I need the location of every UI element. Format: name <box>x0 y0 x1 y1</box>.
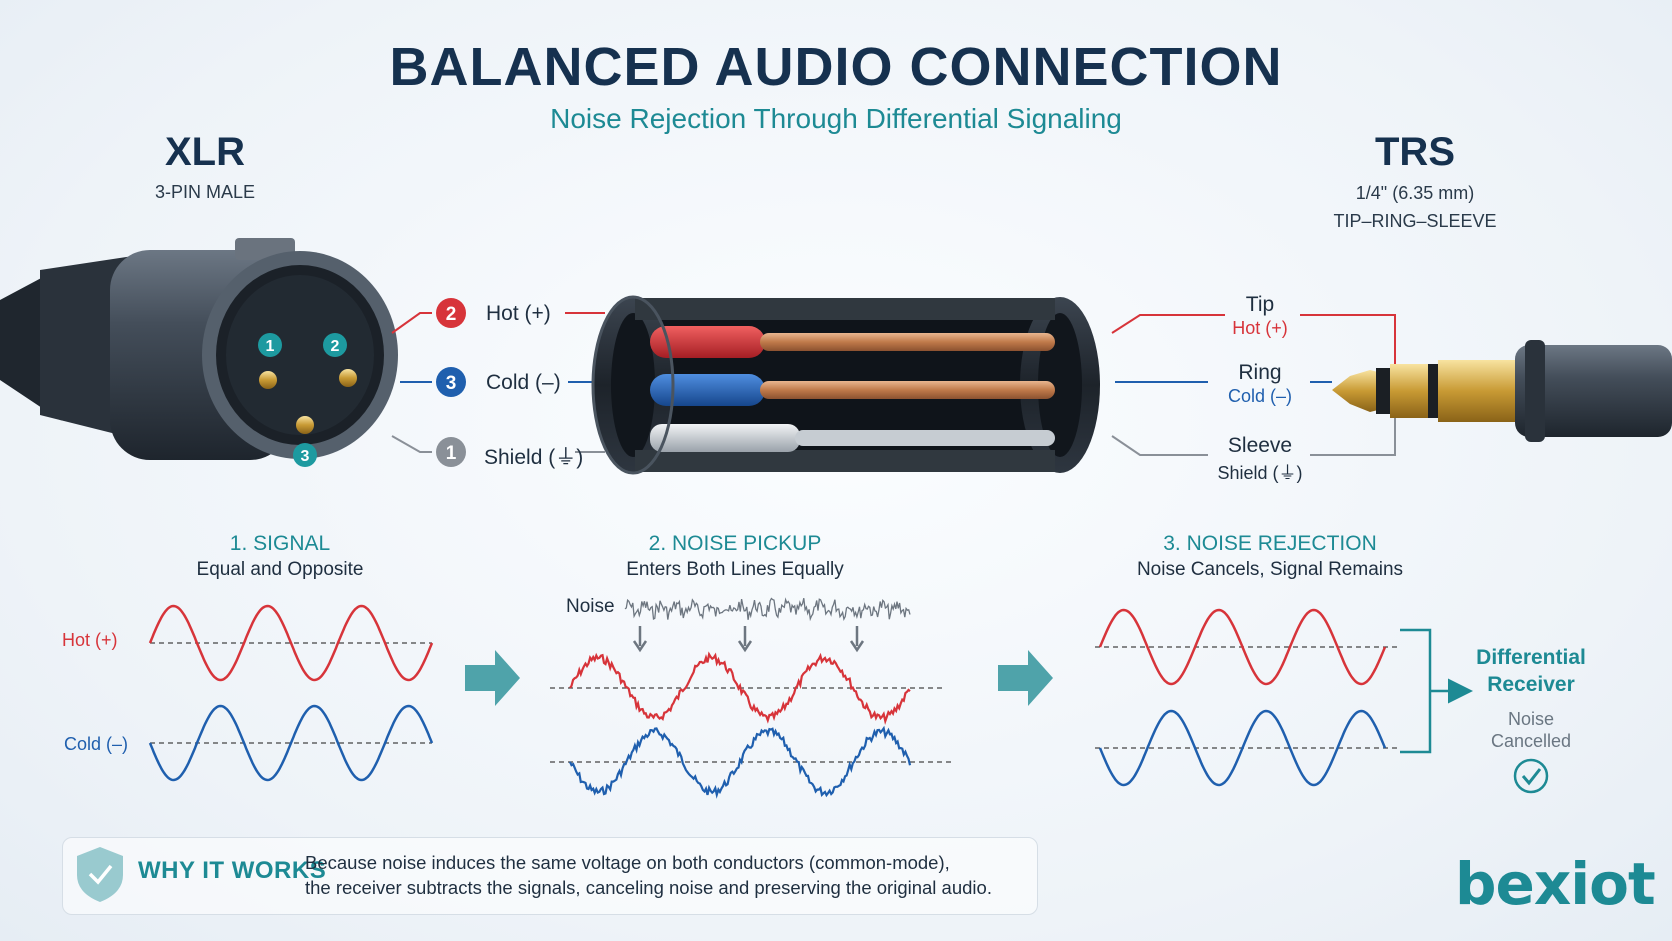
trs-connector <box>1332 340 1672 442</box>
ring-sub: Cold (–) <box>1227 386 1293 406</box>
ring-label: Ring <box>1238 361 1282 384</box>
step2-title: 2. NOISE PICKUP <box>648 532 822 555</box>
receiver-title-2: Receiver <box>1487 673 1575 696</box>
noise-wave <box>624 597 911 622</box>
step3-cold-wave <box>1098 709 1387 787</box>
tip-sub: Hot (+) <box>1232 318 1288 338</box>
step3-hot-wave <box>1098 608 1387 686</box>
waveforms <box>148 597 1397 799</box>
step1-hot-wave <box>148 604 434 682</box>
xlr-connector: 1 2 3 <box>0 238 398 467</box>
xlr-pin-2: 2 <box>331 338 340 355</box>
cable-cutaway <box>591 295 1100 475</box>
step2-cold-wave <box>569 725 912 799</box>
noise-arrowhead-1 <box>632 640 648 653</box>
step1-cold-label: Cold (–) <box>64 734 129 754</box>
check-circle-icon <box>1513 758 1549 794</box>
page-title: BALANCED AUDIO CONNECTION <box>389 37 1283 97</box>
shield-label: Shield (⏚) <box>484 446 584 469</box>
step1-subtitle: Equal and Opposite <box>196 559 364 580</box>
tip-label: Tip <box>1245 293 1275 316</box>
hot-badge: 2 <box>446 304 457 325</box>
trs-title: TRS <box>1375 130 1455 174</box>
page-subtitle: Noise Rejection Through Differential Sig… <box>550 103 1122 134</box>
receiver-bracket <box>1400 628 1473 754</box>
sleeve-label: Sleeve <box>1227 434 1293 457</box>
brand-logo: bexiot <box>1455 850 1656 918</box>
step1-cold-wave <box>148 704 434 782</box>
why-it-works-label: WHY IT WORKS <box>138 857 327 884</box>
why-line-1: Because noise induces the same voltage o… <box>305 852 950 873</box>
step2-subtitle: Enters Both Lines Equally <box>626 559 844 580</box>
trs-labels-lines <box>1111 314 1396 456</box>
hot-label: Hot (+) <box>486 302 551 325</box>
noise-arrowhead-2 <box>737 640 753 653</box>
xlr-pin-3: 3 <box>301 448 310 465</box>
step1-title: 1. SIGNAL <box>229 532 331 555</box>
xlr-labels: 2 3 1 <box>391 298 605 467</box>
cold-badge: 3 <box>446 373 457 394</box>
sleeve-sub: Shield (⏚) <box>1217 463 1303 483</box>
noise-label: Noise <box>566 596 615 617</box>
noise-arrowhead-3 <box>849 640 865 653</box>
xlr-desc: 3-PIN MALE <box>154 182 256 202</box>
cold-label: Cold (–) <box>486 371 561 394</box>
step3-title: 3. NOISE REJECTION <box>1163 532 1377 555</box>
receiver-title-1: Differential <box>1476 646 1586 669</box>
xlr-title: XLR <box>165 130 245 174</box>
shield-badge: 1 <box>446 443 457 464</box>
step1-hot-label: Hot (+) <box>62 630 118 650</box>
why-line-2: the receiver subtracts the signals, canc… <box>305 877 992 898</box>
xlr-pin-1: 1 <box>266 338 275 355</box>
receiver-status-2: Cancelled <box>1490 731 1572 751</box>
step2-hot-wave <box>569 651 911 726</box>
flow-arrows <box>465 650 1053 706</box>
why-it-works-panel <box>62 837 1038 915</box>
why-it-works-text: Because noise induces the same voltage o… <box>305 850 1025 900</box>
trs-desc: TIP–RING–SLEEVE <box>1333 211 1497 231</box>
trs-size: 1/4" (6.35 mm) <box>1355 183 1475 203</box>
step3-subtitle: Noise Cancels, Signal Remains <box>1136 559 1404 580</box>
receiver-status-1: Noise <box>1507 709 1555 729</box>
